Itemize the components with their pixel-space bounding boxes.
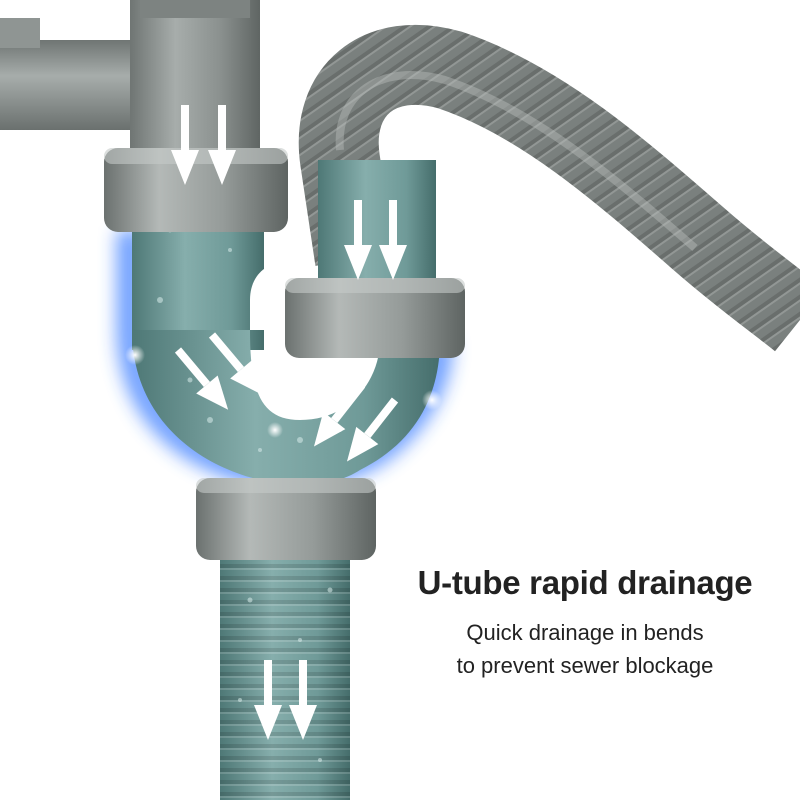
feature-caption: U-tube rapid drainage Quick drainage in … xyxy=(380,560,790,682)
subtext: Quick drainage in bends to prevent sewer… xyxy=(380,616,790,682)
double-down-arrow-icon xyxy=(171,105,407,740)
subtext-line-2: to prevent sewer blockage xyxy=(456,653,714,678)
coupling-nut-bottom xyxy=(196,478,376,560)
sparkle-highlights xyxy=(125,286,442,438)
flexible-hose xyxy=(298,24,800,352)
subtext-line-1: Quick drainage in bends xyxy=(466,620,704,645)
headline: U-tube rapid drainage xyxy=(417,564,753,601)
coupling-nut-right xyxy=(285,278,465,358)
inlet-pipe xyxy=(0,0,260,160)
coupling-nut-top xyxy=(104,148,288,232)
